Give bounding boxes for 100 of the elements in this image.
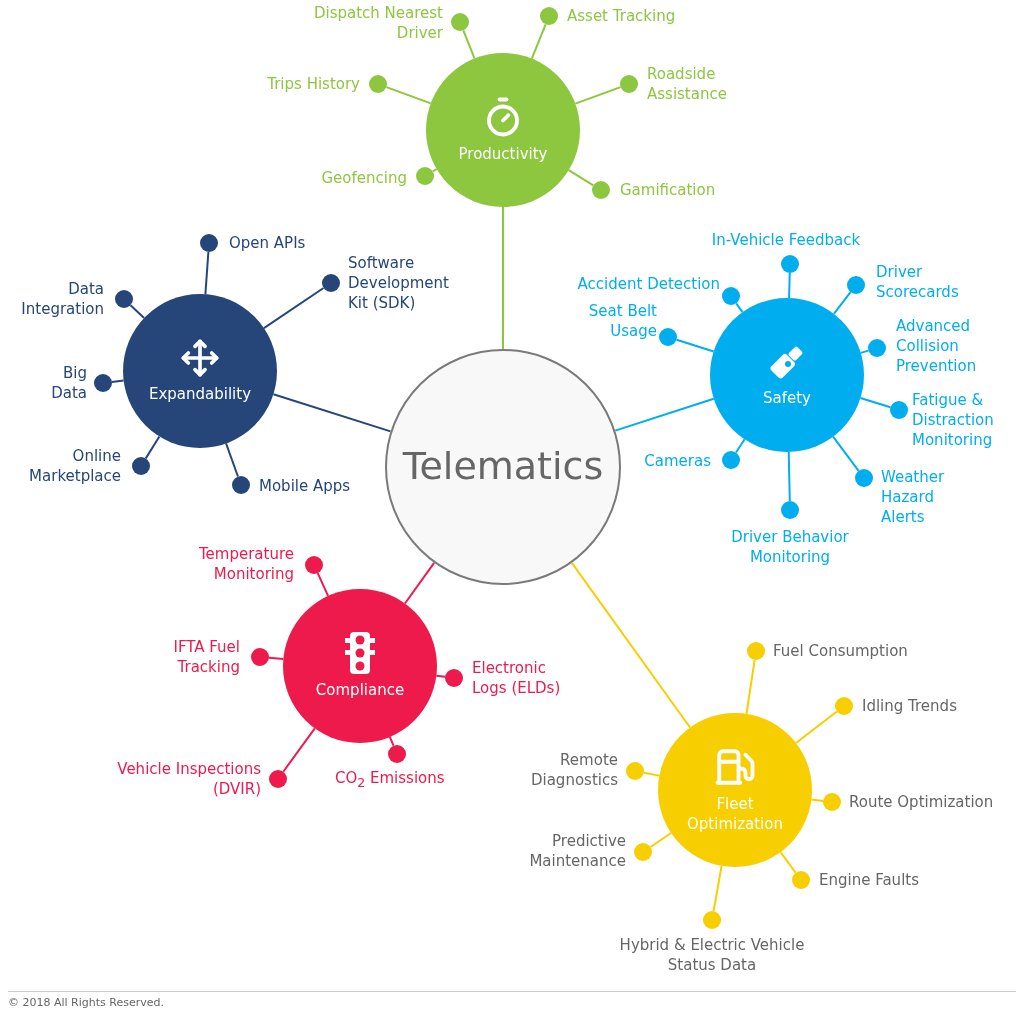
feature-dot — [847, 276, 865, 294]
connector-line — [832, 435, 860, 472]
feature-label: Seat Belt Usage — [587, 301, 657, 341]
feature-label: Temperature Monitoring — [197, 544, 294, 584]
connector-line — [502, 206, 504, 350]
connector-line — [649, 832, 673, 848]
feature-label: Fuel Consumption — [773, 641, 908, 661]
connector-line — [832, 291, 852, 315]
connector-line — [403, 561, 436, 605]
feature-label: Gamification — [620, 180, 716, 200]
feature-label: Engine Faults — [819, 870, 919, 890]
feature-dot — [659, 328, 677, 346]
connector-line — [675, 338, 715, 353]
connector-line — [204, 251, 210, 296]
feature-dot — [792, 871, 810, 889]
feature-label: Electronic Logs (ELDs) — [472, 658, 562, 698]
connector-line — [282, 727, 316, 773]
connector-line — [570, 561, 692, 729]
connector-line — [745, 658, 756, 715]
feature-dot — [747, 642, 765, 660]
connector-line — [735, 302, 744, 314]
feature-dot — [890, 401, 908, 419]
connector-line — [267, 656, 285, 661]
feature-label: Vehicle Inspections (DVIR) — [116, 759, 261, 799]
feature-dot — [781, 501, 799, 519]
feature-label: Driver Behavior Monitoring — [730, 527, 850, 567]
connector-line — [734, 438, 746, 454]
feature-dot — [94, 374, 112, 392]
feature-dot — [269, 770, 287, 788]
feature-label: Asset Tracking — [567, 6, 676, 26]
feature-dot — [305, 556, 323, 574]
hub-title: Telematics — [402, 446, 604, 488]
feature-dot — [451, 13, 469, 31]
feature-dot — [416, 167, 434, 185]
feature-label: Geofencing — [321, 168, 407, 188]
feature-dot — [703, 911, 721, 929]
connector-line — [462, 29, 476, 60]
feature-dot — [620, 75, 638, 93]
feature-label: Advanced Collision Prevention — [896, 316, 978, 376]
feature-label: Cameras — [644, 451, 711, 471]
connector-line — [272, 393, 392, 433]
feature-dot — [868, 339, 886, 357]
feature-dot — [445, 669, 463, 687]
connector-line — [787, 451, 791, 502]
feature-dot — [132, 457, 150, 475]
feature-label: Software Development Kit (SDK) — [348, 253, 450, 313]
feature-dot — [322, 274, 340, 292]
feature-dot — [388, 745, 406, 763]
connector-line — [530, 23, 547, 60]
feature-dot — [634, 843, 652, 861]
copyright-note: © 2018 All Rights Reserved. — [8, 996, 164, 1009]
feature-label: Fatigue & Distraction Monitoring — [912, 390, 995, 450]
feature-label: Data Integration — [20, 279, 104, 319]
feature-label: Hybrid & Electric Vehicle Status Data — [618, 935, 806, 975]
category-label: Safety — [763, 388, 811, 408]
feature-dot — [540, 7, 558, 25]
feature-label: Roadside Assistance — [647, 64, 728, 104]
category-label: Productivity — [458, 144, 548, 164]
connector-line — [810, 798, 825, 802]
connector-line — [779, 851, 797, 874]
feature-label: CO$_{2}$ Emissions — [335, 767, 445, 792]
connector-line — [388, 736, 395, 747]
feature-label: Driver Scorecards — [876, 262, 960, 302]
feature-label: Remote Diagnostics — [529, 750, 618, 790]
category-label: Compliance — [315, 680, 405, 700]
feature-label: Big Data — [50, 363, 87, 403]
connector-line — [859, 396, 892, 409]
feature-dot — [115, 290, 133, 308]
category-label: Expandability — [148, 384, 252, 404]
connector-line — [110, 379, 125, 383]
feature-label: Mobile Apps — [259, 476, 351, 496]
feature-dot — [200, 234, 218, 252]
connector-line — [129, 304, 146, 320]
feature-label: IFTA Fuel Tracking — [172, 637, 240, 677]
connector-line — [614, 397, 715, 432]
feature-dot — [592, 181, 610, 199]
feature-dot — [232, 476, 250, 494]
feature-label: Open APIs — [229, 233, 306, 253]
connector-line — [642, 771, 661, 777]
feature-dot — [722, 287, 740, 305]
feature-label: Weather Hazard Alerts — [881, 467, 946, 527]
feature-label: Trips History — [267, 74, 360, 94]
feature-dot — [722, 451, 740, 469]
feature-dot — [855, 469, 873, 487]
connector-line — [567, 169, 595, 187]
feature-label: Predictive Maintenance — [528, 831, 626, 871]
connector-line — [712, 864, 723, 913]
feature-dot — [369, 75, 387, 93]
feature-dot — [626, 762, 644, 780]
feature-dot — [251, 648, 269, 666]
feature-label: Route Optimization — [849, 792, 994, 812]
connector-line — [795, 710, 838, 744]
connector-line — [574, 86, 622, 105]
feature-label: Dispatch Nearest Driver — [312, 3, 443, 43]
connector-line — [262, 287, 325, 330]
feature-label: Online Marketplace — [28, 446, 121, 486]
connector-line — [788, 272, 791, 300]
connector-line — [316, 572, 330, 597]
feature-label: Accident Detection — [577, 274, 720, 294]
connector-line — [144, 435, 161, 460]
